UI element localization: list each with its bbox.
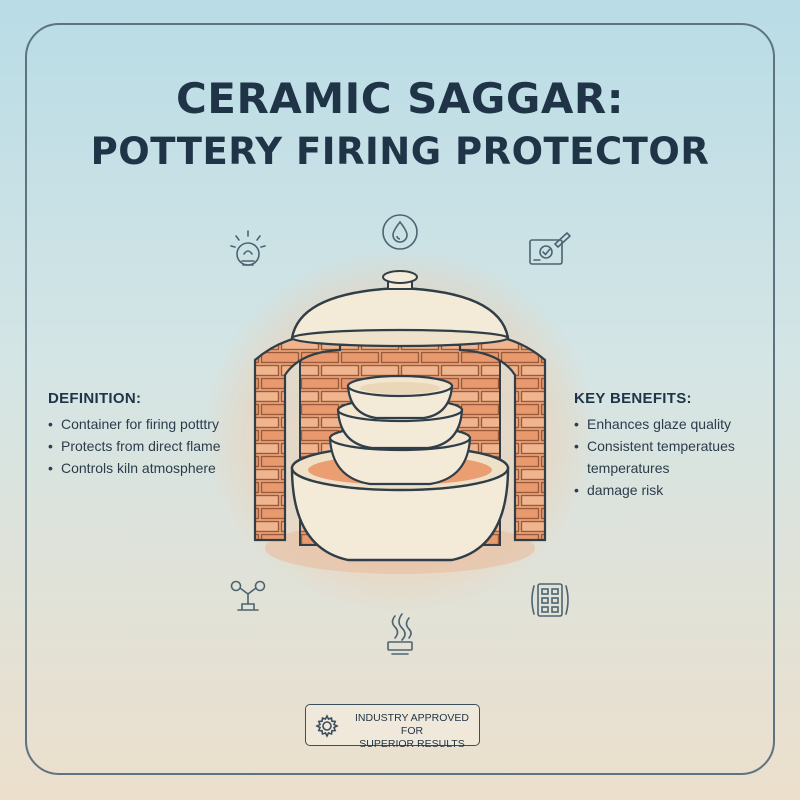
definition-item: • Container for firing potttry: [48, 413, 221, 435]
benefits-heading: KEY BENEFITS:: [574, 390, 692, 407]
industry-approved-badge: INDUSTRY APPROVED FOR SUPERIOR RESULTS: [305, 704, 480, 750]
benefits-list: • Enhances glaze quality • Consistent temp…: [574, 413, 735, 501]
badge-line1: INDUSTRY APPROVED FOR: [355, 712, 469, 737]
definition-item: • Protects from direct flame: [48, 435, 221, 457]
gear-icon: [315, 714, 339, 738]
control-panel-icon: [531, 583, 569, 617]
page-title-line2: POTTERY FIRING PROTECTOR: [90, 130, 710, 173]
bullet-dot: •: [48, 460, 53, 476]
benefit-item-text: temperatures: [587, 460, 670, 476]
badge-line2: SUPERIOR RESULTS: [359, 738, 465, 750]
benefit-item-text: Consistent temperatues: [587, 438, 735, 454]
definition-item: • Controls kiln atmosphere: [48, 457, 221, 479]
bullet-dot: •: [574, 438, 579, 454]
saggar-lid-rim: [290, 328, 510, 348]
flame-icon: [387, 613, 413, 655]
bullet-dot: •: [48, 438, 53, 454]
card-frame: [25, 23, 775, 775]
bullet-dot: •: [48, 416, 53, 432]
benefit-item: temperatures: [574, 457, 735, 479]
definition-item-text: Controls kiln atmosphere: [61, 460, 216, 476]
stacked-bowl-small-interior: [360, 382, 440, 394]
definition-item-text: Protects from direct flame: [61, 438, 221, 454]
lid-knob: [382, 270, 418, 284]
benefit-item-text: damage risk: [587, 482, 664, 498]
benefit-item: • damage risk: [574, 479, 735, 501]
definition-heading: DEFINITION:: [48, 390, 142, 407]
lightbulb-icon: [230, 230, 266, 266]
page-title-line1: CERAMIC SAGGAR:: [175, 74, 625, 123]
definition-item-text: Container for firing potttry: [61, 416, 219, 432]
benefit-item: • Consistent temperatues: [574, 435, 735, 457]
badge-text: INDUSTRY APPROVED FOR SUPERIOR RESULTS: [346, 712, 478, 751]
benefit-item: • Enhances glaze quality: [574, 413, 735, 435]
molecule-icon: [230, 580, 266, 611]
water-drop-icon: [382, 214, 418, 250]
left-brick-wall: [253, 333, 342, 542]
right-brick-wall: [458, 333, 547, 542]
bullet-dot: •: [574, 482, 579, 498]
benefit-item-text: Enhances glaze quality: [587, 416, 731, 432]
checklist-icon: [529, 232, 571, 265]
bullet-dot: •: [574, 416, 579, 432]
outer-saggar-bowl: [290, 466, 510, 562]
definition-list: • Container for firing potttry • Protects …: [48, 413, 221, 479]
